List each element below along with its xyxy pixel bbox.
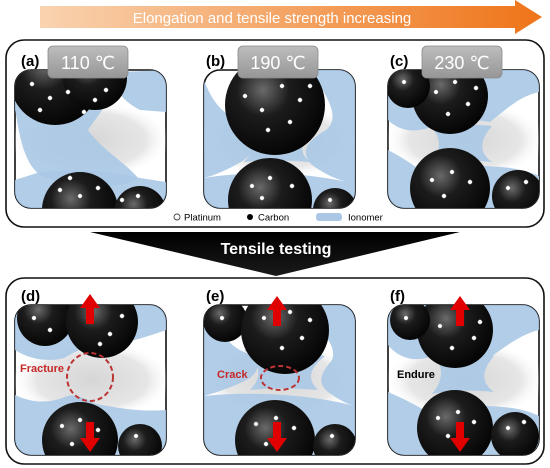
legend-carbon-label: Carbon xyxy=(258,213,289,224)
panel-f-label: (f) xyxy=(390,288,405,305)
panel-c: (c) 230 ℃ xyxy=(387,45,540,209)
fracture-circle xyxy=(66,352,114,402)
crack-circle xyxy=(260,365,300,391)
panel-d: Fracture (d) xyxy=(14,288,167,456)
temp-badge-c: 230 ℃ xyxy=(421,45,503,79)
crack-label: Crack xyxy=(217,369,248,381)
panel-f: Endure (f) xyxy=(387,288,540,456)
panel-a-label: (a) xyxy=(21,53,39,70)
elongation-arrow-label: Elongation and tensile strength increasi… xyxy=(133,10,412,27)
panel-a: (a) 110 ℃ xyxy=(14,45,167,209)
panel-c-label: (c) xyxy=(390,53,408,70)
tensile-testing-label: Tensile testing xyxy=(221,241,332,258)
legend: Platinum Carbon Ionomer xyxy=(173,213,383,224)
temp-badge-c-text: 230 ℃ xyxy=(434,53,489,73)
force-arrows-e xyxy=(267,296,287,452)
temp-badge-b-text: 190 ℃ xyxy=(250,53,305,73)
carbon-legend-icon xyxy=(247,214,253,220)
bottom-group-frame xyxy=(5,277,545,465)
elongation-arrow: Elongation and tensile strength increasi… xyxy=(40,0,542,34)
platinum-legend-icon xyxy=(173,213,181,221)
temp-badge-a-text: 110 ℃ xyxy=(61,53,115,73)
panel-b: (b) 190 ℃ xyxy=(203,45,356,209)
endure-label: Endure xyxy=(397,369,435,381)
force-arrows-d xyxy=(80,294,100,452)
panel-b-label: (b) xyxy=(206,53,225,70)
panel-e: Crack (e) xyxy=(203,288,356,456)
panel-e-label: (e) xyxy=(206,288,224,305)
ionomer-legend-icon xyxy=(316,213,342,221)
top-group-frame xyxy=(5,39,545,228)
force-arrows-f xyxy=(450,296,470,452)
panel-d-label: (d) xyxy=(21,288,40,305)
temp-badge-b: 190 ℃ xyxy=(237,45,319,79)
tensile-testing-arrow: Tensile testing xyxy=(90,232,460,276)
legend-ionomer-label: Ionomer xyxy=(348,213,383,224)
temp-badge-a: 110 ℃ xyxy=(47,45,129,79)
fracture-label: Fracture xyxy=(20,363,64,375)
legend-platinum-label: Platinum xyxy=(184,213,221,224)
